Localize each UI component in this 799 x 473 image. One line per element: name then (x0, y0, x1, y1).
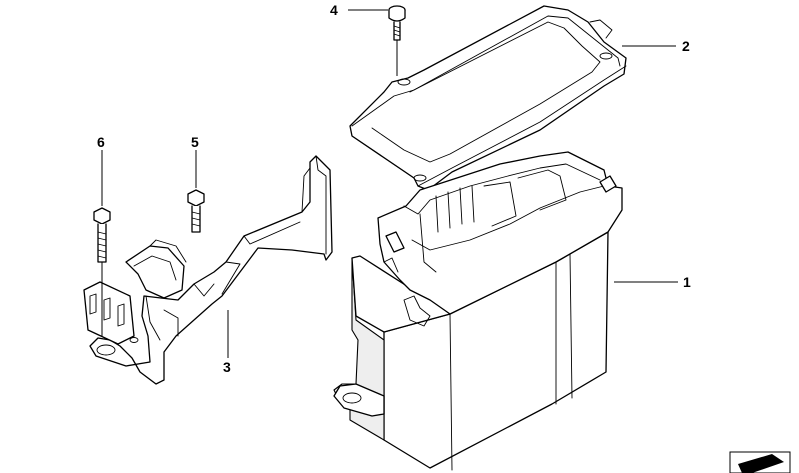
callout-2: 2 (682, 38, 690, 54)
part-2-cover[interactable] (349, 5, 627, 191)
part-5-bolt[interactable] (187, 189, 205, 233)
part-1-housing[interactable] (333, 151, 623, 471)
folder-badge-icon (729, 451, 791, 473)
callout-5: 5 (191, 134, 199, 150)
part-3-bracket[interactable] (83, 155, 333, 385)
callout-1: 1 (683, 274, 691, 290)
part-4-screw[interactable] (388, 5, 406, 41)
callout-4: 4 (330, 2, 338, 18)
callout-6: 6 (97, 134, 105, 150)
callout-3: 3 (223, 359, 231, 375)
part-6-bolt[interactable] (93, 207, 111, 263)
leader-lines (101, 9, 678, 358)
